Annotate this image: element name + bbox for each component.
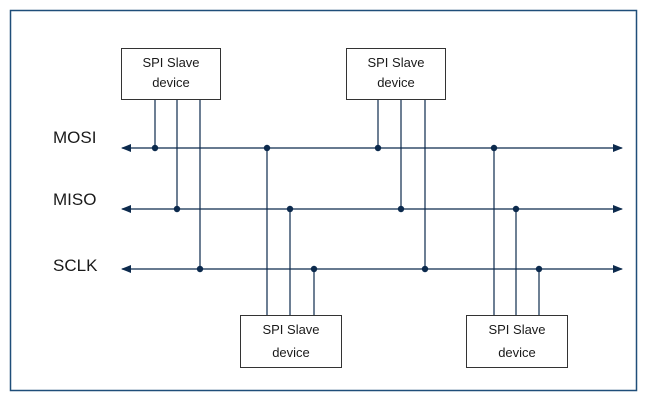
device-label-line1: SPI Slave xyxy=(142,55,199,70)
spi-slave-device-4: SPI Slave device xyxy=(466,315,568,368)
junction-dot xyxy=(374,144,382,152)
spi-slave-device-2: SPI Slave device xyxy=(346,48,446,100)
junction-dot xyxy=(421,265,429,273)
spi-slave-device-1: SPI Slave device xyxy=(121,48,221,100)
device-box xyxy=(346,48,446,100)
device-label-line1: SPI Slave xyxy=(262,322,319,337)
device-label-line2: device xyxy=(377,75,415,90)
device-label-line2: device xyxy=(498,345,536,360)
spi-slave-device-3: SPI Slave device xyxy=(240,315,342,368)
junction-dot xyxy=(286,205,294,213)
bus-label-miso: MISO xyxy=(53,190,96,209)
device-box xyxy=(466,315,568,368)
junction-dot xyxy=(196,265,204,273)
diagram-frame xyxy=(9,9,638,392)
device-box xyxy=(240,315,342,368)
junction-dot xyxy=(310,265,318,273)
device-box xyxy=(121,48,221,100)
junction-dot xyxy=(490,144,498,152)
junction-dot xyxy=(151,144,159,152)
junction-dot xyxy=(512,205,520,213)
bus-label-sclk: SCLK xyxy=(53,256,98,275)
device-label-line1: SPI Slave xyxy=(488,322,545,337)
device-label-line2: device xyxy=(152,75,190,90)
bus-label-mosi: MOSI xyxy=(53,128,96,147)
device-label-line1: SPI Slave xyxy=(367,55,424,70)
junction-dot xyxy=(263,144,271,152)
device-label-line2: device xyxy=(272,345,310,360)
junction-dot xyxy=(173,205,181,213)
junction-dot xyxy=(397,205,405,213)
junction-dot xyxy=(535,265,543,273)
